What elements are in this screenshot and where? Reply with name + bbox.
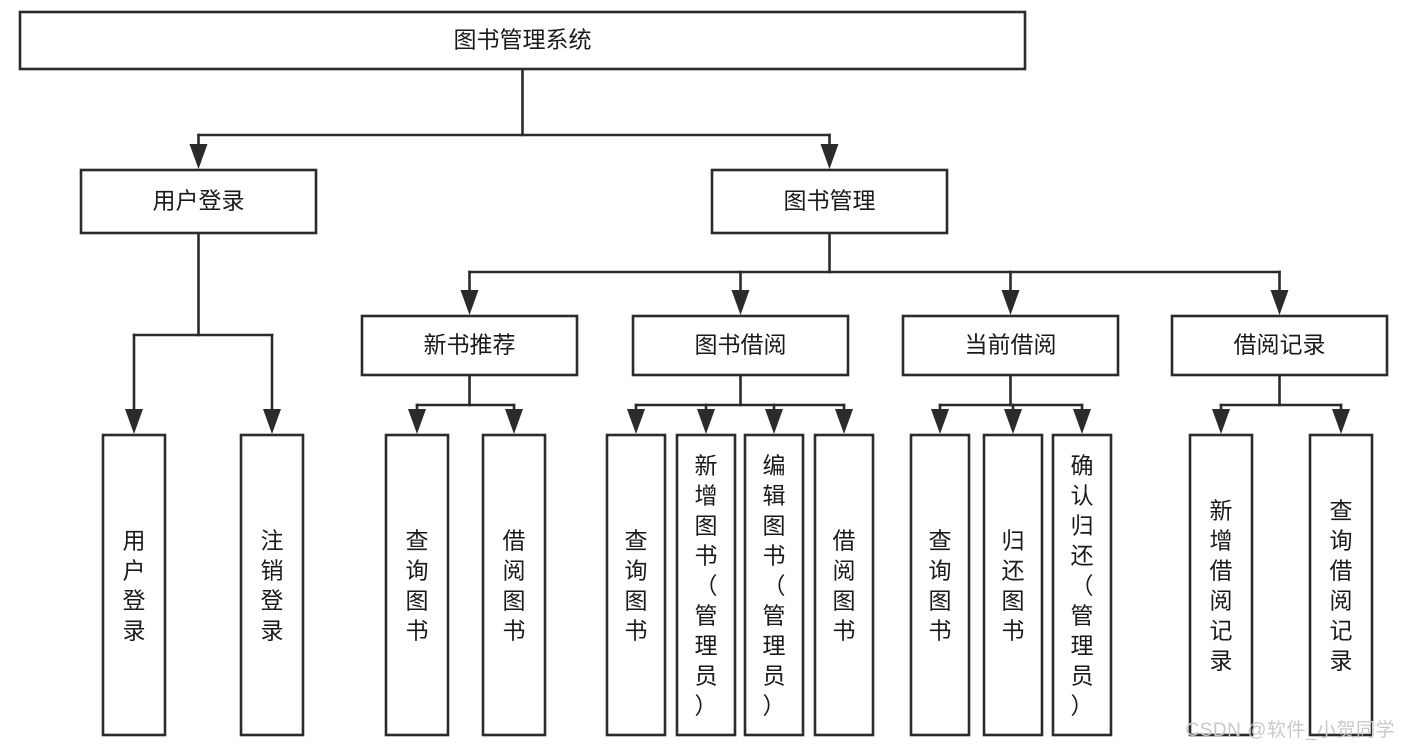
node-box[interactable] [239, 433, 305, 737]
node-label: 查询图书 [929, 527, 952, 643]
node-leaf-user-logout[interactable]: 注销登录 [239, 433, 305, 737]
node-leaf-br-add[interactable]: 新增图书（管理员） [675, 433, 737, 737]
node-box[interactable] [18, 10, 1027, 71]
node-box[interactable] [909, 433, 971, 737]
node-box[interactable] [710, 168, 949, 235]
connector-layer [125, 67, 1350, 434]
arrow-head-icon [460, 290, 479, 315]
node-box[interactable] [813, 433, 875, 737]
node-box[interactable] [982, 433, 1044, 737]
node-label: 新书推荐 [424, 332, 516, 358]
connector-group [931, 373, 1091, 434]
node-label: 当前借阅 [965, 332, 1057, 358]
node-label: 用户登录 [153, 188, 245, 214]
node-label: 图书借阅 [695, 332, 787, 358]
node-newbook[interactable]: 新书推荐 [360, 314, 579, 377]
connector-group [460, 231, 1289, 315]
node-box[interactable] [360, 314, 579, 377]
arrow-head-icon [1270, 290, 1289, 315]
node-label: 新增借阅记录 [1210, 497, 1233, 673]
node-box[interactable] [675, 433, 737, 737]
node-leaf-br-lend[interactable]: 借阅图书 [813, 433, 875, 737]
node-label: 新增图书（管理员） [695, 452, 718, 718]
node-leaf-cur-query[interactable]: 查询图书 [909, 433, 971, 737]
connector-group [125, 231, 281, 434]
node-leaf-rec-query[interactable]: 查询借阅记录 [1308, 433, 1374, 737]
node-label: 图书管理系统 [454, 27, 592, 53]
arrow-head-icon [820, 144, 839, 169]
node-label: 查询图书 [625, 527, 648, 643]
node-leaf-user-login[interactable]: 用户登录 [101, 433, 167, 737]
node-leaf-cur-confirm[interactable]: 确认归还（管理员） [1051, 433, 1113, 737]
node-box[interactable] [1170, 314, 1389, 377]
arrow-head-icon [1212, 409, 1230, 434]
arrow-head-icon [408, 409, 426, 434]
node-label: 确认归还（管理员） [1071, 452, 1094, 718]
node-leaf-new-borrow[interactable]: 借阅图书 [481, 433, 547, 737]
node-label: 借阅图书 [503, 527, 526, 643]
node-label: 借阅图书 [833, 527, 856, 643]
arrow-head-icon [627, 409, 645, 434]
arrow-head-icon [835, 409, 853, 434]
node-leaf-cur-return[interactable]: 归还图书 [982, 433, 1044, 737]
node-label: 用户登录 [123, 527, 146, 643]
node-label: 借阅记录 [1234, 332, 1326, 358]
arrow-head-icon [1073, 409, 1091, 434]
node-root[interactable]: 图书管理系统 [18, 10, 1027, 71]
node-box[interactable] [1188, 433, 1254, 737]
arrow-head-icon [1332, 409, 1350, 434]
node-current[interactable]: 当前借阅 [901, 314, 1120, 377]
arrow-head-icon [697, 409, 715, 434]
node-box[interactable] [384, 433, 450, 737]
node-box[interactable] [79, 168, 318, 235]
node-box[interactable] [605, 433, 667, 737]
node-leaf-rec-add[interactable]: 新增借阅记录 [1188, 433, 1254, 737]
connector-group [627, 373, 853, 434]
arrow-head-icon [1004, 409, 1022, 434]
node-bookmgmt[interactable]: 图书管理 [710, 168, 949, 235]
node-label: 查询图书 [406, 527, 429, 643]
node-layer: 图书管理系统用户登录图书管理新书推荐图书借阅当前借阅借阅记录用户登录注销登录查询… [18, 10, 1389, 737]
arrow-head-icon [931, 409, 949, 434]
node-label: 查询借阅记录 [1330, 497, 1353, 673]
node-box[interactable] [901, 314, 1120, 377]
node-leaf-br-edit[interactable]: 编辑图书（管理员） [743, 433, 805, 737]
node-borrow[interactable]: 图书借阅 [631, 314, 850, 377]
node-label: 图书管理 [784, 188, 876, 214]
arrow-head-icon [125, 409, 143, 434]
arrow-head-icon [731, 290, 750, 315]
node-leaf-br-query[interactable]: 查询图书 [605, 433, 667, 737]
arrow-head-icon [765, 409, 783, 434]
node-box[interactable] [631, 314, 850, 377]
arrow-head-icon [505, 409, 523, 434]
node-box[interactable] [1051, 433, 1113, 737]
arrow-head-icon [1001, 290, 1020, 315]
connector-group [408, 373, 523, 434]
node-box[interactable] [743, 433, 805, 737]
node-box[interactable] [481, 433, 547, 737]
watermark-text: CSDN @软件_小贺同学 [1185, 720, 1395, 741]
connector-group [1212, 373, 1350, 434]
node-login[interactable]: 用户登录 [79, 168, 318, 235]
node-records[interactable]: 借阅记录 [1170, 314, 1389, 377]
node-label: 注销登录 [261, 527, 284, 643]
node-label: 编辑图书（管理员） [763, 452, 786, 718]
node-label: 归还图书 [1002, 527, 1025, 643]
node-box[interactable] [101, 433, 167, 737]
node-box[interactable] [1308, 433, 1374, 737]
arrow-head-icon [189, 144, 208, 169]
arrow-head-icon [263, 409, 281, 434]
connector-group [189, 67, 839, 169]
node-leaf-new-query[interactable]: 查询图书 [384, 433, 450, 737]
